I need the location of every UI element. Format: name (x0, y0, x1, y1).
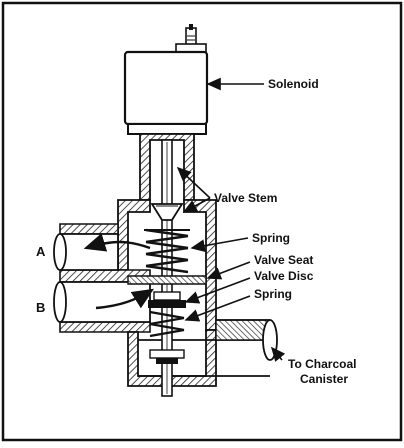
label-spring-upper: Spring (252, 231, 290, 245)
port-a-pipe (53, 233, 119, 271)
leader-spring-lower (184, 295, 251, 322)
flow-arrows (83, 233, 155, 310)
label-to-canister-line1: To Charcoal (288, 357, 356, 371)
label-port-a: A (36, 244, 46, 259)
leader-lines (176, 77, 286, 362)
label-solenoid: Solenoid (268, 77, 319, 91)
label-valve-disc: Valve Disc (254, 269, 314, 283)
labels: Solenoid Valve Stem Spring Valve Seat Va… (36, 77, 356, 386)
lower-spring (149, 310, 185, 364)
leader-valve-stem-upper (176, 166, 211, 199)
leader-canister (270, 346, 286, 362)
port-b-pipe (53, 281, 151, 323)
upper-spring (144, 228, 190, 274)
solenoid-body (123, 24, 209, 135)
label-spring-lower: Spring (254, 287, 292, 301)
label-to-canister-line2: Canister (300, 372, 348, 386)
flow-arrow-b (95, 288, 155, 310)
label-valve-seat: Valve Seat (254, 253, 313, 267)
label-valve-stem: Valve Stem (214, 191, 277, 205)
canister-pipe (138, 319, 278, 377)
leader-valve-seat (206, 261, 251, 280)
valve-disc (148, 291, 186, 308)
leader-valve-stem-lower (182, 197, 211, 213)
label-port-b: B (36, 300, 45, 315)
leader-spring-upper (190, 237, 249, 253)
leader-valve-disc (184, 277, 251, 304)
flow-arrow-a (83, 233, 151, 252)
valve-seat (127, 275, 207, 285)
